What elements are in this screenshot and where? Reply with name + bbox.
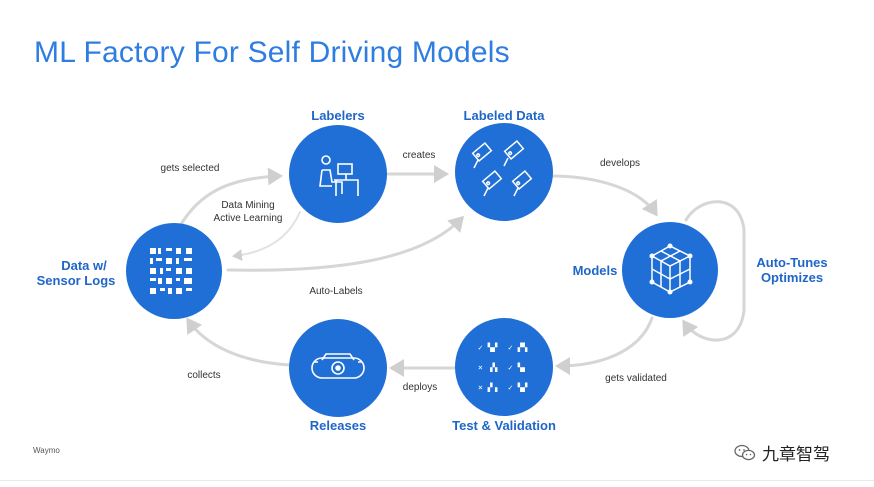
edge-label-deploys: deploys [403,382,437,393]
node-test-validation: ✓ ▚▞ ✓ ▞▚ × ▗▚ ✓ ▚▖ × ▞▗ ✓ ▚▞ Test & Val… [452,318,556,433]
edge-label-collects: collects [187,370,220,381]
watermark-text: 九章智驾 [762,445,830,465]
edge-label-data-mining-line2: Active Learning [214,213,283,224]
page-title: ML Factory For Self Driving Models [34,36,510,69]
node-data-sensor-logs: Data w/ Sensor Logs [37,223,222,319]
node-models: Models [573,222,718,318]
svg-text:✓ ▚▞: ✓ ▚▞ [478,342,497,352]
auto-tunes-label-line2: Optimizes [761,270,823,285]
edge-label-gets-validated: gets validated [605,373,667,384]
svg-text:× ▞▗: × ▞▗ [478,382,497,392]
edge-label-creates: creates [403,150,436,161]
node-label-data-line2: Sensor Logs [37,273,116,288]
edge-label-data-mining-line1: Data Mining [221,200,274,211]
arrow-collects [186,317,292,367]
car-icon [311,353,365,379]
node-label-labelers: Labelers [311,108,364,123]
brand-footer: Waymo [33,446,60,455]
arrow-gets-validated [555,316,654,375]
arrow-auto-labels [226,215,465,272]
arrow-gets-selected [178,167,283,228]
tags-icon [471,139,533,197]
arrow-data-mining [232,211,301,262]
arrow-auto-tunes-loop [682,200,746,342]
node-label-releases: Releases [310,418,366,433]
auto-tunes-label-line1: Auto-Tunes [756,255,827,270]
arrow-develops [548,174,658,217]
edge-label-auto-labels: Auto-Labels [309,286,362,297]
person-at-computer-icon [319,155,359,196]
edge-label-develops: develops [600,158,640,169]
node-label-data-line1: Data w/ [61,258,107,273]
node-label-models: Models [573,263,618,278]
bottom-divider [0,480,874,481]
svg-text:✓ ▚▖: ✓ ▚▖ [508,362,527,372]
node-labelers: Labelers [289,108,387,223]
checklist-icon: ✓ ▚▞ ✓ ▞▚ × ▗▚ ✓ ▚▖ × ▞▗ ✓ ▚▞ [478,342,527,392]
svg-text:× ▗▚: × ▗▚ [478,362,497,372]
svg-text:✓ ▞▚: ✓ ▞▚ [508,342,527,352]
node-labeled-data: Labeled Data [455,108,553,221]
node-label-test-validation: Test & Validation [452,418,556,433]
wechat-icon [734,444,756,460]
edge-label-gets-selected: gets selected [161,163,220,174]
node-label-labeled-data: Labeled Data [464,108,546,123]
cube-icon [649,243,693,295]
data-grid-icon [150,248,192,294]
node-releases: Releases [289,319,387,433]
svg-text:✓ ▚▞: ✓ ▚▞ [508,382,527,392]
watermark: 九章智驾 [734,440,830,465]
